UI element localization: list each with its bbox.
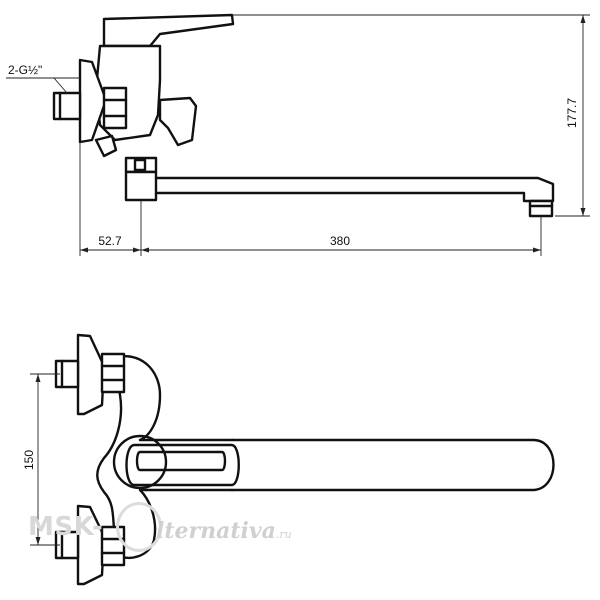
lever-top [125, 443, 240, 487]
cartridge-top [112, 434, 168, 490]
side-view: 2-G½" 177.7 52.7 380 [6, 13, 590, 256]
spout [124, 170, 555, 203]
spacing-label: 150 [22, 450, 36, 470]
cartridge-knob [158, 96, 198, 147]
height-label: 177.7 [565, 98, 579, 128]
diverter [94, 134, 118, 158]
aerator [528, 199, 554, 218]
spout-top [230, 438, 555, 492]
spacing-dimension [30, 373, 60, 546]
lower-nut [100, 525, 126, 567]
thread-label: 2-G½" [8, 63, 42, 77]
upper-nut [100, 352, 126, 394]
hex-nut [102, 86, 128, 130]
lower-flange [76, 504, 106, 586]
inlet-pipe [52, 91, 82, 121]
top-view: 150 [22, 333, 555, 586]
lever-handle [102, 13, 235, 48]
reach-label: 380 [330, 234, 350, 248]
offset-label: 52.7 [98, 234, 122, 248]
wall-flange [78, 58, 108, 144]
upper-flange [76, 333, 106, 416]
dimension-lines [6, 14, 590, 256]
